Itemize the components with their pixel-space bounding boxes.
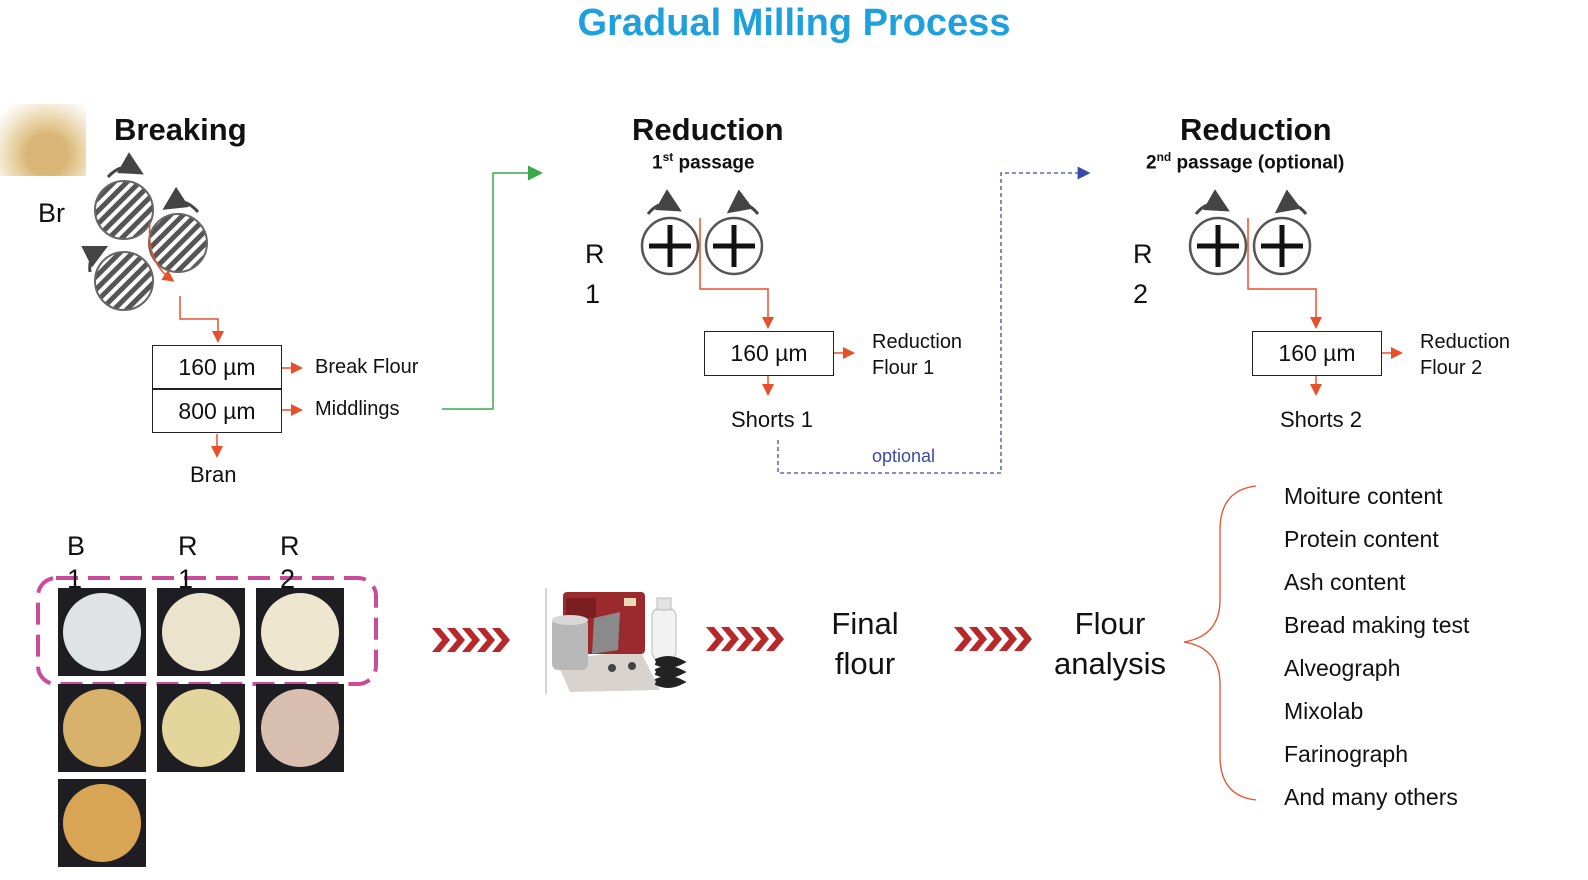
breaking-rollers: [81, 152, 208, 311]
analysis-item: Protein content: [1284, 526, 1439, 552]
breaking-roll-label: Br: [38, 198, 65, 228]
roller-icon: [94, 180, 154, 240]
reduction1-passage: 1st passage: [652, 150, 755, 174]
analysis-item: Ash content: [1284, 569, 1406, 595]
flour-sample: [58, 684, 146, 772]
mill-machine-icon: [545, 588, 687, 694]
reduction2-passage: 2nd passage (optional): [1146, 150, 1345, 174]
reduction1-heading: Reduction: [632, 112, 784, 147]
chevron-arrows-icon: [432, 628, 510, 652]
analysis-item: And many others: [1284, 784, 1458, 810]
rotation-arrow-icon: [726, 189, 760, 215]
shorts-2-label: Shorts 2: [1280, 407, 1362, 432]
wheat-grains-icon: [0, 104, 86, 176]
bran-label: Bran: [190, 462, 237, 487]
flour-sample: [58, 779, 146, 867]
analysis-list: Moiture content Protein content Ash cont…: [1284, 483, 1469, 827]
sieve-160-break: 160 µm: [152, 345, 282, 389]
brace-icon: [1183, 485, 1257, 801]
reduction2-rollers: [1188, 189, 1312, 276]
analysis-item: Mixolab: [1284, 698, 1364, 724]
analysis-item: Moiture content: [1284, 483, 1443, 509]
rotation-arrow-icon: [81, 245, 109, 273]
rotation-arrow-icon: [162, 186, 200, 214]
rotation-arrow-icon: [646, 189, 682, 215]
optional-label: optional: [872, 446, 936, 466]
analysis-item: Farinograph: [1284, 741, 1409, 767]
sieve-160-reduction1: 160 µm: [704, 331, 834, 376]
analysis-item: Alveograph: [1284, 655, 1401, 681]
sieve-160-reduction2: 160 µm: [1252, 331, 1382, 376]
chevron-arrows-icon: [954, 627, 1032, 651]
sieve-800-break: 800 µm: [152, 389, 282, 433]
flour-sample: [157, 588, 245, 676]
optional-arrow: [777, 166, 1091, 474]
rotation-arrow-icon: [106, 152, 144, 179]
chevron-arrows-icon: [706, 627, 784, 651]
rotation-arrow-icon: [1194, 189, 1230, 215]
page-title: Gradual Milling Process: [577, 2, 1011, 44]
break-flour-label: Break Flour: [315, 356, 419, 378]
reduction2-heading: Reduction: [1180, 112, 1332, 147]
flour-sample: [256, 684, 344, 772]
reduction1-rollers: [640, 189, 764, 276]
middlings-to-reduction-arrow: [442, 165, 543, 410]
roller-icon: [148, 213, 208, 273]
analysis-item: Bread making test: [1284, 612, 1470, 638]
flour-sample: [256, 588, 344, 676]
flour-sample: [58, 588, 146, 676]
roller-icon: [94, 251, 154, 311]
flour-sample: [157, 684, 245, 772]
shorts-1-label: Shorts 1: [731, 407, 813, 432]
middlings-label: Middlings: [315, 398, 400, 420]
rotation-arrow-icon: [1274, 189, 1308, 215]
breaking-heading: Breaking: [114, 112, 247, 147]
